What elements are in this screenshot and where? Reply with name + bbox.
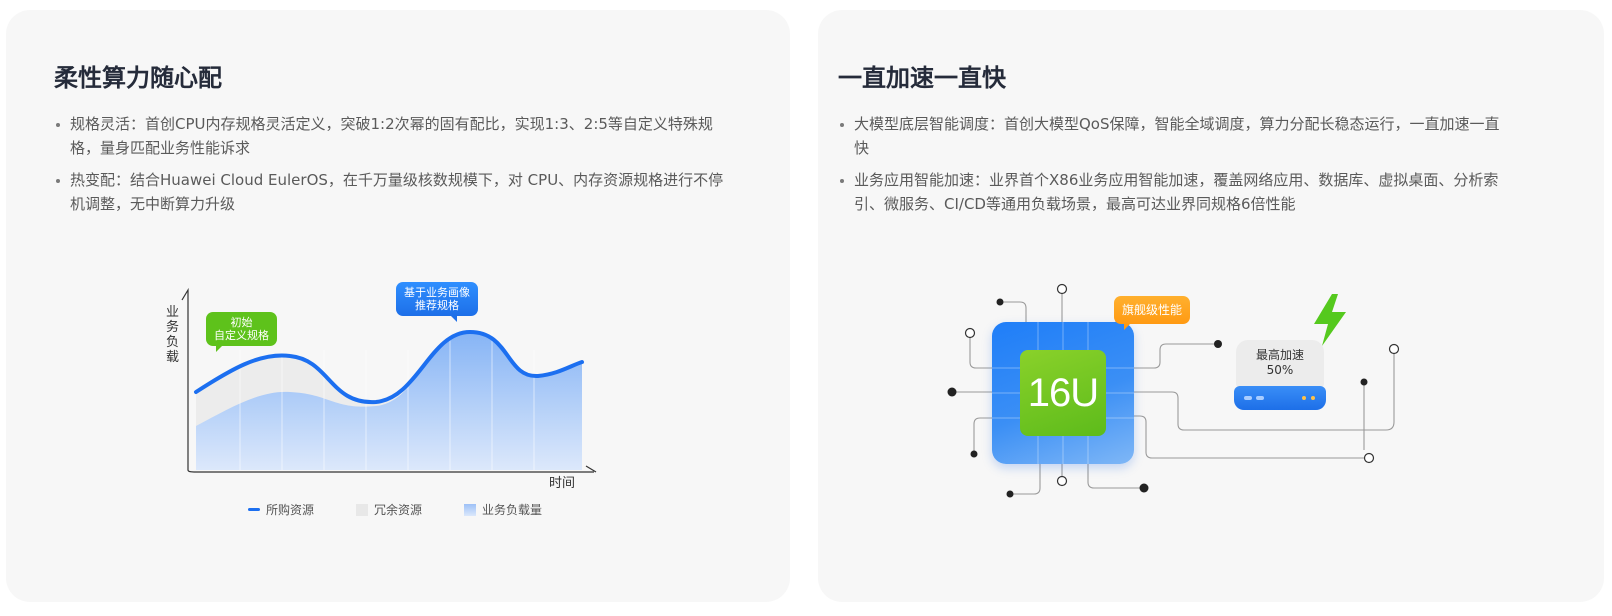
device-led-dot bbox=[1302, 396, 1306, 400]
left-bullet-2: 热变配：结合Huawei Cloud EulerOS，在千万量级核数规模下，对 … bbox=[54, 168, 730, 216]
workload-area bbox=[196, 332, 582, 470]
circuit-lines bbox=[947, 283, 1400, 498]
legend-workload: 业务负载量 bbox=[464, 501, 542, 518]
device-led-dot bbox=[1311, 396, 1315, 400]
legend-label: 冗余资源 bbox=[374, 503, 423, 517]
legend-label: 业务负载量 bbox=[482, 503, 543, 517]
legend-purchased: 所购资源 bbox=[248, 501, 314, 518]
chart-gridlines bbox=[239, 330, 535, 470]
flagship-performance-badge: 旗舰级性能 bbox=[1114, 296, 1191, 330]
left-bullet-1: 规格灵活：首创CPU内存规格灵活定义，突破1:2次幂的固有配比，实现1:3、2:… bbox=[54, 112, 730, 160]
right-card-title: 一直加速一直快 bbox=[838, 64, 1006, 92]
bubble-tail bbox=[216, 345, 223, 352]
workload-chart bbox=[181, 287, 597, 473]
device-base bbox=[1234, 386, 1326, 410]
right-bullet-1: 大模型底层智能调度：首创大模型QoS保障，智能全域调度，算力分配长稳态运行，一直… bbox=[838, 112, 1514, 160]
initial-spec-bubble: 初始 自定义规格 bbox=[206, 312, 277, 352]
chip-core-label: 16U bbox=[1020, 350, 1106, 436]
legend-label: 所购资源 bbox=[266, 503, 315, 517]
right-bullet-2: 业务应用智能加速：业界首个X86业务应用智能加速，覆盖网络应用、数据库、虚拟桌面… bbox=[838, 168, 1514, 216]
y-axis-arrow bbox=[181, 287, 189, 301]
device-line-2: 50% bbox=[1266, 363, 1294, 377]
acceleration-card bbox=[818, 10, 1604, 602]
flag-label: 旗舰级性能 bbox=[1122, 303, 1183, 317]
x-axis-arrow bbox=[585, 465, 597, 473]
chart-legend: 所购资源 冗余资源 业务负载量 bbox=[248, 501, 542, 518]
initial-spec-label: 初始 自定义规格 bbox=[214, 316, 269, 342]
acceleration-device: 最高加速 50% bbox=[1236, 340, 1324, 388]
right-card-bullets: 大模型底层智能调度：首创大模型QoS保障，智能全域调度，算力分配长稳态运行，一直… bbox=[838, 112, 1514, 224]
purchased-resource-line bbox=[194, 329, 584, 405]
legend-swatch-line bbox=[248, 508, 260, 511]
bubble-tail bbox=[450, 315, 457, 322]
device-led-bar bbox=[1256, 396, 1264, 400]
badge-tail bbox=[1124, 323, 1131, 330]
lightning-bolt-icon bbox=[1314, 294, 1346, 346]
recommended-spec-label: 基于业务画像 推荐规格 bbox=[404, 286, 470, 312]
left-card-title: 柔性算力随心配 bbox=[54, 64, 222, 92]
legend-swatch-blue bbox=[464, 503, 477, 516]
legend-swatch-gray bbox=[356, 503, 369, 516]
device-line-1: 最高加速 bbox=[1255, 348, 1304, 362]
y-axis-label: 业务负载 bbox=[166, 305, 180, 365]
legend-redundant: 冗余资源 bbox=[356, 501, 422, 518]
x-axis bbox=[187, 469, 594, 473]
recommended-spec-bubble: 基于业务画像 推荐规格 bbox=[396, 282, 478, 322]
left-card-bullets: 规格灵活：首创CPU内存规格灵活定义，突破1:2次幂的固有配比，实现1:3、2:… bbox=[54, 112, 730, 224]
x-axis-label: 时间 bbox=[549, 476, 576, 491]
device-led-bar bbox=[1244, 396, 1252, 400]
